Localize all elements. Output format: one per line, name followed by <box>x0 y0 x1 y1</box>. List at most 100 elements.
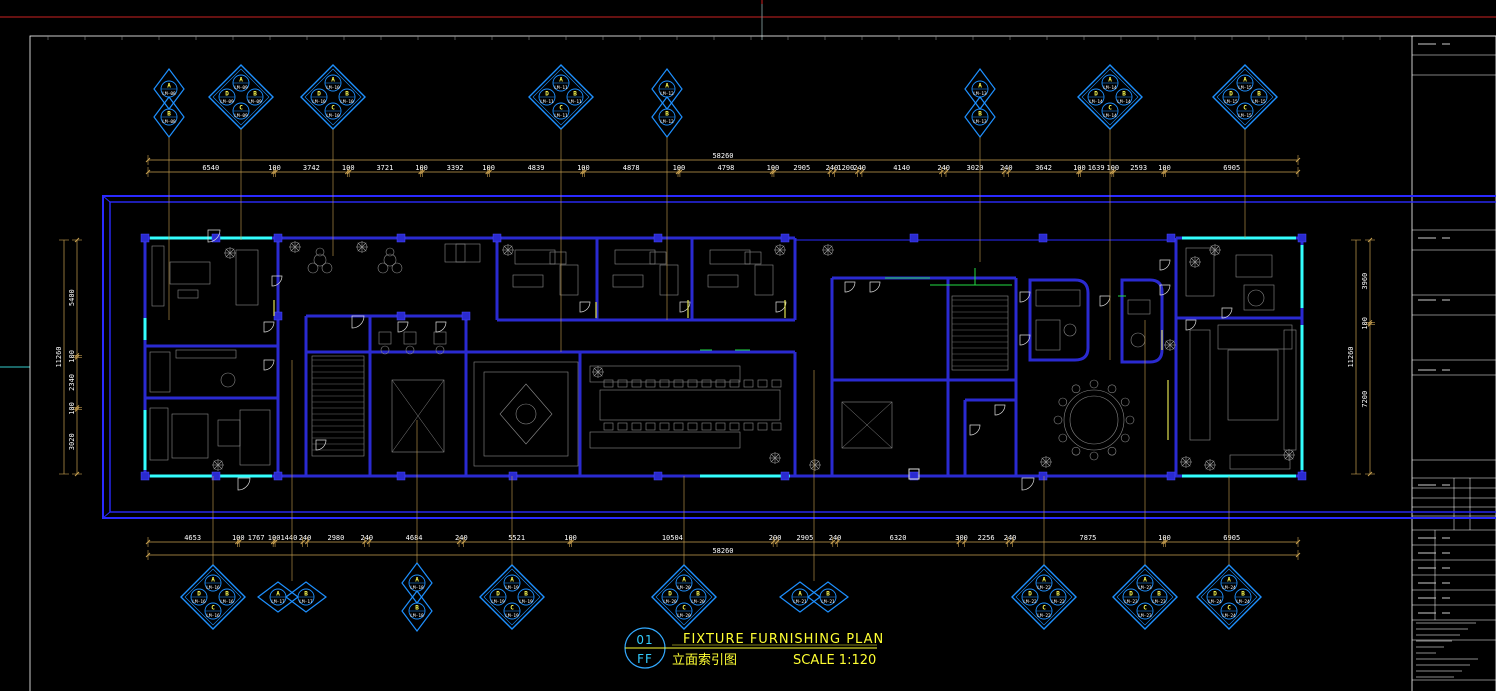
symbol-letter: A <box>239 77 243 84</box>
symbol-sheet: LM-22 <box>1037 585 1051 591</box>
symbol-letter: C <box>510 605 514 612</box>
dimension-label: 3742 <box>303 164 320 172</box>
symbol-letter: B <box>1157 591 1161 598</box>
dimension-label: 3392 <box>447 164 464 172</box>
dimension-label: 7200 <box>1361 391 1369 408</box>
column <box>396 471 406 481</box>
dimension-label: 100 <box>268 164 281 172</box>
dimension-label: 100 <box>342 164 355 172</box>
dimension-label: 4140 <box>893 164 910 172</box>
symbol-letter: B <box>978 111 982 118</box>
symbol-sheet: LM-20 <box>677 585 691 591</box>
symbol-letter: D <box>1094 91 1098 98</box>
dimension-label: 240 <box>829 534 842 542</box>
dimension-label: 2905 <box>793 164 810 172</box>
symbol-letter: D <box>317 91 321 98</box>
column <box>1297 471 1307 481</box>
symbol-letter: B <box>1122 91 1126 98</box>
symbol-letter: B <box>696 591 700 598</box>
symbol-sheet: LM-16 <box>206 585 220 591</box>
symbol-letter: A <box>167 83 171 90</box>
dimension-label: 100 <box>68 402 76 415</box>
glass-walls <box>143 236 1304 478</box>
symbol-letter: B <box>415 605 419 612</box>
title-block <box>1412 35 1496 681</box>
symbol-sheet: LM-14 <box>1103 113 1117 119</box>
symbol-letter: D <box>1229 91 1233 98</box>
symbol-letter: A <box>1243 77 1247 84</box>
symbol-sheet: LM-24 <box>1222 585 1236 591</box>
symbol-letter: B <box>225 591 229 598</box>
dimension-label: 2980 <box>327 534 344 542</box>
symbol-letter: A <box>978 83 982 90</box>
dimension-label: 6540 <box>202 164 219 172</box>
symbol-letter: B <box>1241 591 1245 598</box>
symbol-sheet: LM-08 <box>162 91 176 97</box>
symbol-sheet: LM-11 <box>554 85 568 91</box>
symbol-sheet: LM-24 <box>1222 613 1236 619</box>
column <box>909 233 919 243</box>
symbol-letter: B <box>345 91 349 98</box>
symbol-letter: A <box>1042 577 1046 584</box>
dimension-label: 240 <box>299 534 312 542</box>
dimension-label: 3721 <box>376 164 393 172</box>
symbol-sheet: LM-15 <box>1238 85 1252 91</box>
dimension-label: 100 <box>1361 317 1369 330</box>
dimension-label: 5521 <box>508 534 525 542</box>
symbol-letter: A <box>211 577 215 584</box>
symbol-sheet: LM-16 <box>192 599 206 605</box>
dimension-label: 4684 <box>406 534 423 542</box>
symbol-letter: C <box>331 105 335 112</box>
symbol-sheet: LM-18 <box>410 585 424 591</box>
symbol-sheet: LM-12 <box>660 91 674 97</box>
symbol-letter: A <box>682 577 686 584</box>
dimension-label: 240 <box>455 534 468 542</box>
column <box>273 311 283 321</box>
column <box>780 233 790 243</box>
symbol-letter: C <box>1042 605 1046 612</box>
symbol-sheet: LM-20 <box>691 599 705 605</box>
drawing-scale: SCALE 1:120 <box>793 653 876 668</box>
drawing-title: FIXTURE FURNISHING PLAN <box>683 632 884 647</box>
symbol-sheet: LM-09 <box>220 99 234 105</box>
symbol-sheet: LM-23 <box>1152 599 1166 605</box>
symbol-letter: B <box>1056 591 1060 598</box>
symbol-letter: D <box>1213 591 1217 598</box>
dimension-label: 1639 <box>1088 164 1105 172</box>
outer-frame <box>102 195 1496 519</box>
dimension-label: 1767 <box>248 534 265 542</box>
dimension-label: 2905 <box>796 534 813 542</box>
symbol-sheet: LM-22 <box>1037 613 1051 619</box>
dimension-overall: 11260 <box>1347 346 1355 367</box>
column <box>461 311 471 321</box>
symbol-letter: A <box>559 77 563 84</box>
symbol-sheet: LM-14 <box>1117 99 1131 105</box>
symbol-letter: C <box>1243 105 1247 112</box>
symbol-sheet: LM-22 <box>1023 599 1037 605</box>
symbol-letter: D <box>545 91 549 98</box>
symbol-sheet: LM-22 <box>1051 599 1065 605</box>
dimension-label: 4878 <box>623 164 640 172</box>
column <box>140 471 150 481</box>
symbol-sheet: LM-08 <box>162 119 176 125</box>
dimension-label: 2340 <box>68 374 76 391</box>
symbol-sheet: LM-10 <box>326 85 340 91</box>
symbol-letter: A <box>1227 577 1231 584</box>
symbol-sheet: LM-21 <box>821 599 835 605</box>
symbol-letter: A <box>415 577 419 584</box>
symbol-sheet: LM-09 <box>234 85 248 91</box>
symbol-letter: A <box>1143 577 1147 584</box>
symbol-sheet: LM-15 <box>1224 99 1238 105</box>
furniture <box>149 229 1297 491</box>
dimension-label: 7875 <box>1080 534 1097 542</box>
